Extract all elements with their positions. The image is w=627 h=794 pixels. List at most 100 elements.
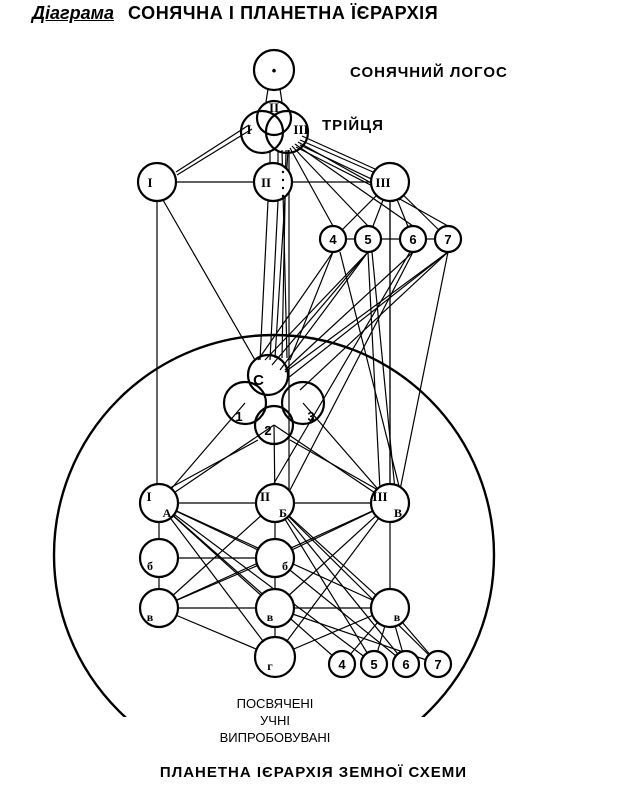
probationers-label: ВИПРОБОВУВАНІ xyxy=(220,730,331,745)
minor-fan-line xyxy=(371,251,396,491)
connection-B-v1 xyxy=(158,502,276,609)
upper-ray-label-1: I xyxy=(147,175,152,190)
connection-B-n6 xyxy=(274,502,407,665)
lower-minor-ray-5 xyxy=(359,649,389,679)
planetary-b-label-1: б xyxy=(147,559,153,573)
lower-minor-ray-7 xyxy=(423,649,453,679)
minor-fan-line xyxy=(289,251,334,361)
planetary-main-sub-2: Б xyxy=(279,506,287,520)
connection-b2-v1 xyxy=(158,557,276,609)
logos-link xyxy=(279,88,283,103)
title-prefix: Діаграма xyxy=(32,2,114,23)
connection-b2-n6 xyxy=(274,557,407,665)
upper-minor-ray-4 xyxy=(318,224,348,254)
planetary-g-node xyxy=(253,635,297,679)
connection-k2-A xyxy=(158,424,275,504)
upper-ray-label-3: III xyxy=(375,175,390,190)
trinity-label-2: II xyxy=(269,100,279,115)
dot-mark xyxy=(281,186,285,190)
minor-fan-line xyxy=(264,251,369,361)
ray2-to-center xyxy=(259,200,269,361)
trinity-circle-2 xyxy=(255,99,293,137)
connection-A-n5 xyxy=(158,502,375,665)
dot-mark xyxy=(281,194,285,198)
upper-ray-1 xyxy=(136,161,178,203)
minor-fan-line xyxy=(271,251,369,366)
disciples-label: УЧНІ xyxy=(260,713,290,728)
trinity-ray1-link xyxy=(176,128,253,176)
planetary-main-label-2: II xyxy=(260,489,270,504)
planetary-main-label-1: I xyxy=(146,489,151,504)
planetary-v-label-2: в xyxy=(267,610,274,624)
planetary-v-label-1: в xyxy=(147,610,154,624)
minor-fan-line xyxy=(269,251,411,491)
trinity-fan-line xyxy=(294,143,414,227)
planetary-scheme-circle xyxy=(52,333,496,717)
trinity-label-1: I xyxy=(246,122,251,137)
connection-B-n5 xyxy=(274,502,375,665)
minor-fan-line xyxy=(284,251,414,371)
center-triad-3 xyxy=(280,380,326,426)
trinity-ray3-link xyxy=(301,135,376,170)
planetary-b-2 xyxy=(254,537,296,579)
center-triad-label-3: 3 xyxy=(307,409,314,424)
planetary-v-3 xyxy=(369,587,411,629)
planetary-main-label-3: III xyxy=(372,489,387,504)
minor-fan-line xyxy=(287,251,449,379)
upper-ray-3 xyxy=(369,161,411,203)
planetary-main-2 xyxy=(254,482,296,524)
diagram-title: Діаграма СОНЯЧНА І ПЛАНЕТНА ЇЄРАРХІЯ xyxy=(32,0,438,26)
upper-ray-2 xyxy=(252,161,294,203)
solar-logos-point: • xyxy=(272,63,277,78)
lower-minor-ray-4 xyxy=(327,649,357,679)
planetary-g-label: г xyxy=(267,659,273,673)
center-triad-label-1: 1 xyxy=(235,409,242,424)
upper-minor-ray-7 xyxy=(433,224,463,254)
trinity-circle-3 xyxy=(264,109,310,155)
dot-mark xyxy=(281,178,285,182)
connection-A-n4 xyxy=(158,502,343,665)
planetary-b-label-2: б xyxy=(282,559,288,573)
connection-V-g xyxy=(274,502,391,658)
lower-minor-label-6: 6 xyxy=(402,657,409,672)
lower-minor-label-5: 5 xyxy=(370,657,377,672)
ray2-to-center-b xyxy=(269,200,279,361)
logos-link xyxy=(265,88,269,103)
trinity-fan-line xyxy=(291,145,369,227)
initiates-label: ПОСВЯЧЕНІ xyxy=(237,696,314,711)
triad-V-link2 xyxy=(289,439,379,491)
center-node xyxy=(246,353,290,397)
upper-minor-label-6: 6 xyxy=(409,232,416,247)
upper-minor-ray-6 xyxy=(398,224,428,254)
planetary-v-label-3: в xyxy=(394,610,401,624)
planetary-v-2 xyxy=(254,587,296,629)
center-triad-label-2: 2 xyxy=(264,423,271,438)
lower-minor-label-4: 4 xyxy=(338,657,346,672)
solar-logos-node xyxy=(252,48,296,92)
center-label: С xyxy=(253,372,265,389)
minor-fan-line xyxy=(299,251,449,391)
trinity-circle-1 xyxy=(239,109,285,155)
planetary-main-sub-3: В xyxy=(394,506,402,520)
minor-fan-line xyxy=(257,251,334,361)
minor-fan-line xyxy=(399,251,449,491)
connection-B-n7 xyxy=(274,502,439,665)
lower-minor-ray-6 xyxy=(391,649,421,679)
minor-fan-line xyxy=(284,251,449,373)
center-triad-2 xyxy=(253,404,295,446)
connection-A-g xyxy=(158,502,276,658)
planetary-v-1 xyxy=(138,587,180,629)
footer-caption: ПЛАНЕТНА ІЄРАРХІЯ ЗЕМНОЇ СХЕМИ xyxy=(159,764,468,781)
upper-minor-label-4: 4 xyxy=(329,232,337,247)
lower-minor-label-7: 7 xyxy=(434,657,441,672)
connection-V-v2 xyxy=(274,502,391,609)
trinity-label: ТРІЙЦЯ xyxy=(322,116,384,134)
center-triad-1 xyxy=(222,380,268,426)
upper-ray-label-2: II xyxy=(261,175,271,190)
minor-fan-line xyxy=(289,251,414,491)
triad-A-link2 xyxy=(169,439,259,489)
planetary-main-3 xyxy=(369,482,411,524)
planetary-main-1 xyxy=(138,482,180,524)
